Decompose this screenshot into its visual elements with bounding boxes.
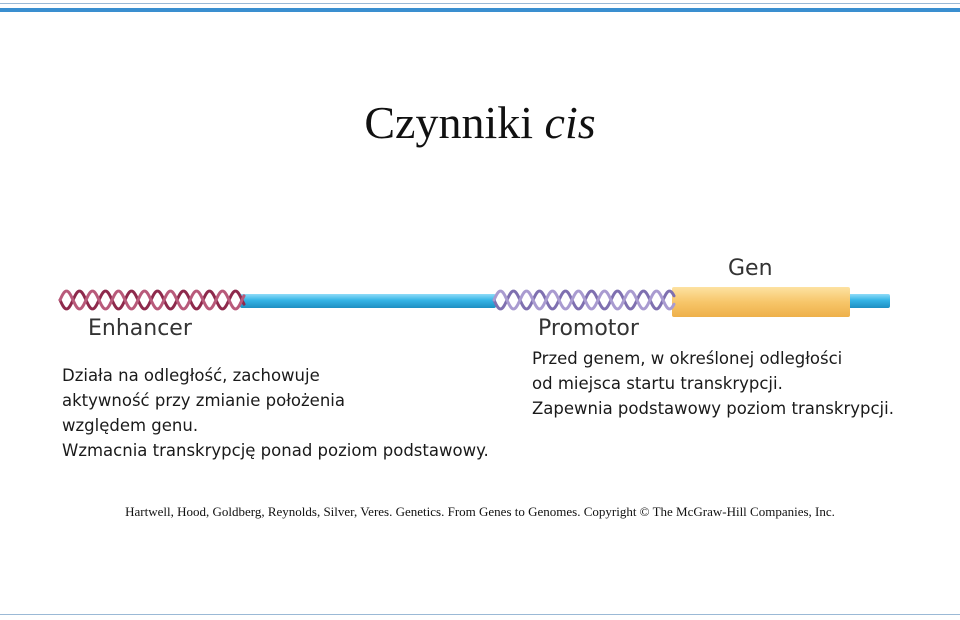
slide-title: Czynniki cis [0, 96, 960, 149]
enhancer-helix [58, 289, 246, 311]
top-rule-thick [0, 8, 960, 12]
promoter-description: Przed genem, w określonej odległości od … [532, 346, 894, 421]
promoter-label: Promotor [538, 316, 639, 341]
enhancer-label: Enhancer [88, 316, 192, 341]
citation: Hartwell, Hood, Goldberg, Reynolds, Silv… [125, 504, 835, 519]
enhancer-description: Działa na odległość, zachowuje aktywność… [62, 363, 489, 463]
gene-box [672, 287, 850, 317]
enhancer-desc-line: względem genu. [62, 416, 199, 435]
title-italic: cis [544, 97, 596, 148]
enhancer-desc-line: Wzmacnia transkrypcję ponad poziom podst… [62, 441, 489, 460]
promoter-helix [492, 289, 676, 311]
title-main: Czynniki [364, 97, 534, 148]
enhancer-desc-line: Działa na odległość, zachowuje [62, 366, 320, 385]
promoter-desc-line: Zapewnia podstawowy poziom transkrypcji. [532, 399, 894, 418]
promoter-desc-line: Przed genem, w określonej odległości [532, 349, 843, 368]
enhancer-desc-line: aktywność przy zmianie położenia [62, 391, 345, 410]
bottom-rule [0, 614, 960, 615]
top-rule-thin [0, 3, 960, 4]
promoter-desc-line: od miejsca startu transkrypcji. [532, 374, 783, 393]
dna-bar-left [240, 294, 496, 308]
gene-label: Gen [728, 256, 773, 281]
dna-bar-right [846, 294, 890, 308]
